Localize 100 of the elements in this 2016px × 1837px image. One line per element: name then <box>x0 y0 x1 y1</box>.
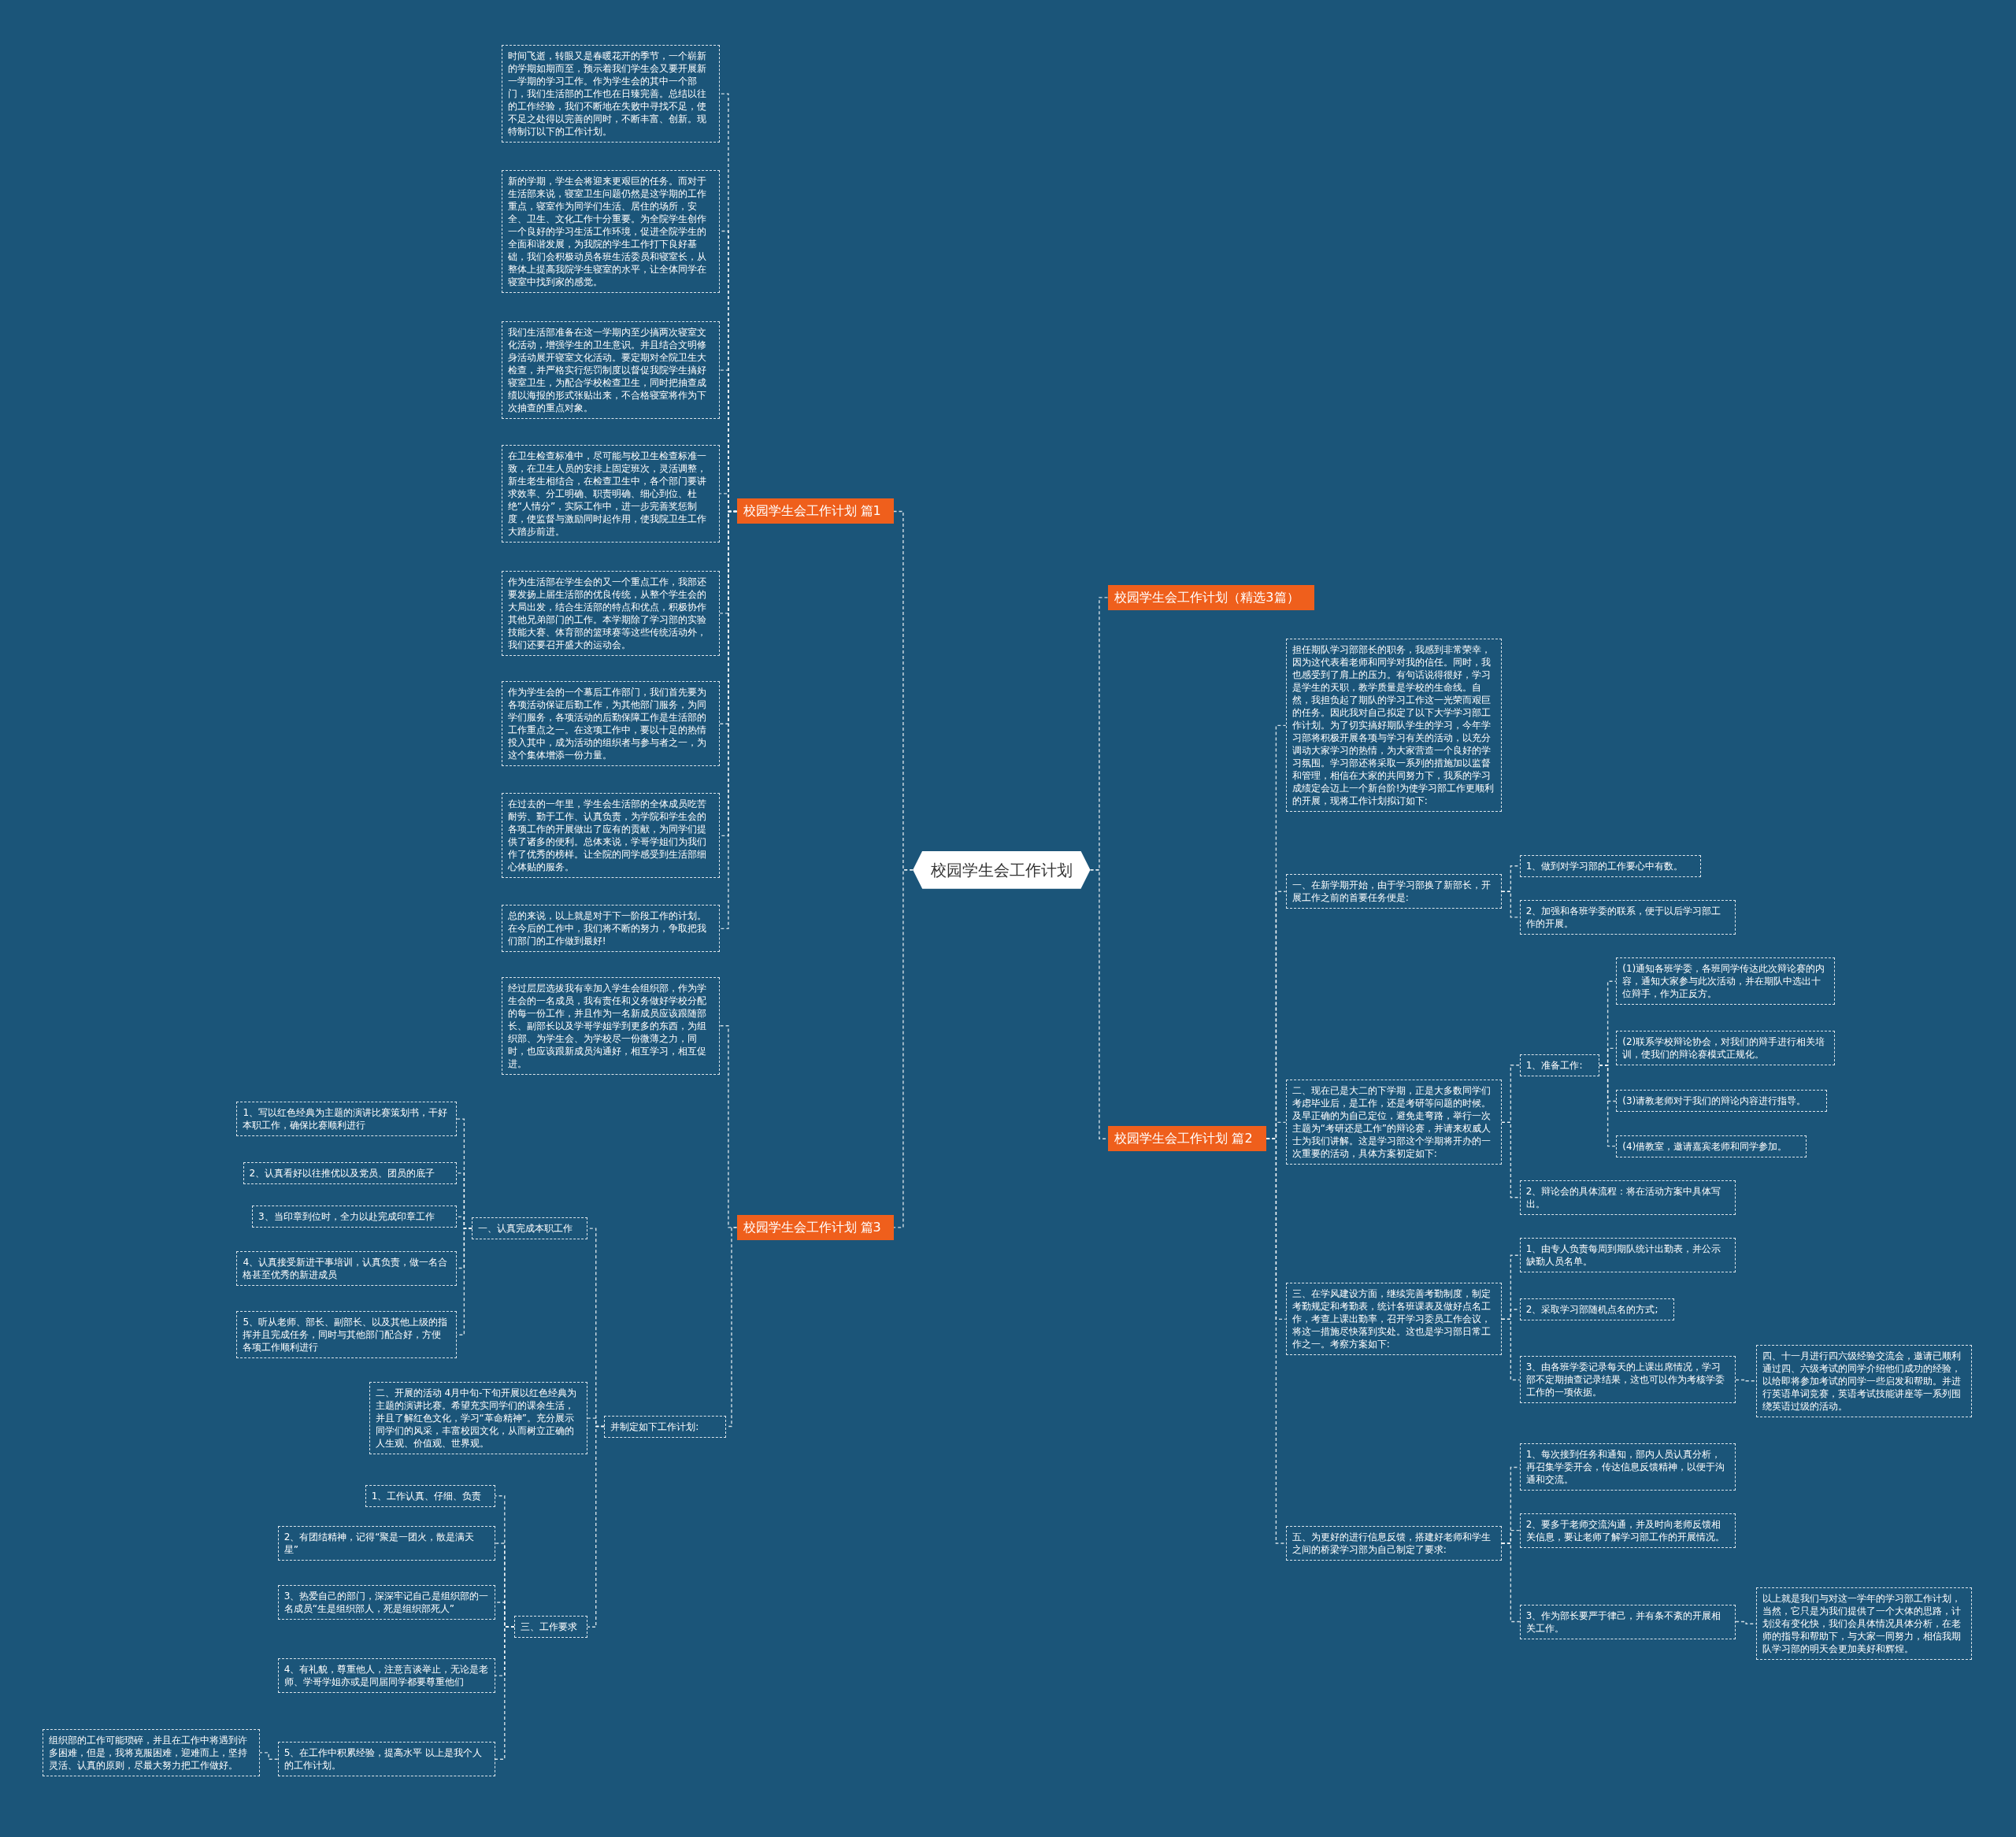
connector-line <box>719 510 738 930</box>
branch-topic <box>736 1214 894 1240</box>
card-text: 5、听从老师、部长、副部长、以及其他上级的指挥并且完成任务，同时与其他部门配合好，方便各项工作顺利进行 <box>243 1316 449 1354</box>
branch-label: 校园学生会工作计划 篇3 <box>743 1219 882 1235</box>
branch-topic <box>736 498 894 524</box>
connector-line <box>1735 1379 1757 1382</box>
card-text: 五、为更好的进行信息反馈，搭建好老师和学生之间的桥梁学习部为自己制定了要求: <box>1292 1530 1492 1556</box>
card-text: 一、认真完成本职工作 <box>478 1222 574 1235</box>
text-card <box>1519 1238 1736 1273</box>
card-text: 2、认真看好以往推优以及党员、团员的底子 <box>249 1166 436 1180</box>
text-card <box>1519 1356 1736 1404</box>
connector-line <box>587 1425 606 1628</box>
card-text: 四、十一月进行四六级经验交流会，邀请已顺利通过四、六级考试的同学介绍他们成功的经验，以给即将参加考试的同学一些启发和帮助。并进行英语单词竞赛，英语考试技能讲座等一系列围绕英语过级的活动。 <box>1762 1349 1962 1413</box>
connector-line <box>1501 1121 1521 1198</box>
text-card <box>236 1102 457 1137</box>
text-card <box>604 1415 727 1438</box>
text-card <box>277 1658 495 1694</box>
branch-topic <box>1108 1126 1267 1152</box>
connector-line <box>1501 1318 1521 1381</box>
card-text: 1、工作认真、仔细、负责 <box>371 1489 483 1502</box>
card-text: 我们生活部准备在这一学期内至少搞两次寝室文化活动，增强学生的卫生意识。并且结合文明修身活动展开寝室文化活动。要定期对全院卫生大检查，并严格实行惩罚制度以督促我院学生搞好寝室卫生，为配合学校检查卫生，同时把抽查成绩以海报的形式张贴出来，不合格寝室将作为下次抽查的重点对象。 <box>507 326 707 415</box>
text-card <box>236 1311 457 1359</box>
text-card <box>1519 1604 1736 1639</box>
card-text: 二、开展的活动 4月中旬-下旬开展以红色经典为主题的演讲比赛。希望充实同学们的课余生活，并且了解红色文化，学习“革命精神”。充分展示同学们的风采，丰富校园文化，从而树立正确的人生观、价值观、世界观。 <box>375 1387 578 1450</box>
card-text: 三、工作要求 <box>521 1620 579 1634</box>
text-card <box>1285 874 1502 909</box>
card-text: 二、现在已是大二的下学期，正是大多数同学们考虑毕业后，是工作，还是考研等问题的时候。及早正确的为自己定位，避免走弯路，举行一次主题为“考研还是工作”的辩论赛，并请来权威人士为我们讲解。这是学习部这个学期将开办的一次重要的活动，具体方案初定如下: <box>1292 1084 1492 1161</box>
card-text: 并制定如下工作计划: <box>610 1420 700 1433</box>
card-text: 2、有团结精神，记得“聚是一团火，散是满天星” <box>284 1530 476 1556</box>
text-card <box>1616 1090 1827 1113</box>
text-card <box>1519 1298 1674 1320</box>
text-card <box>1519 1513 1736 1548</box>
card-text: 4、认真接受新进干事培训，认真负责，做一名合格甚至优秀的新进成员 <box>243 1255 449 1281</box>
card-text: 总的来说，以上就是对于下一阶段工作的计划。在今后的工作中，我们将不断的努力，争取把我们部门的工作做到最好! <box>507 909 707 948</box>
card-text: 2、辩论会的具体流程：将在活动方案中具体写出。 <box>1525 1184 1722 1210</box>
text-card <box>501 45 721 143</box>
text-card <box>501 976 721 1075</box>
text-card <box>252 1206 457 1228</box>
card-text: 1、每次接到任务和通知，部内人员认真分析，再召集学委开会，传达信息反馈精神，以便于沟通和交流。 <box>1525 1448 1725 1487</box>
card-text: 3、当印章到位时，全力以赴完成印章工作 <box>258 1210 435 1224</box>
text-card <box>501 169 721 293</box>
text-card <box>514 1616 588 1639</box>
connector-line <box>1735 1620 1757 1624</box>
text-card <box>472 1217 588 1240</box>
card-text: 时间飞逝，转眼又是春暖花开的季节，一个崭新的学期如期而至，预示着我们学生会又要开展新一学期的学习工作。作为学生会的其中一个部门，我们生活部的工作也在日臻完善。总结以往的工作经验，我们不断地在失败中寻找不足，使不足之处得以完善的同时，不断丰富、创新。现特制订以下的工作计划。 <box>507 50 707 139</box>
text-card <box>1616 957 1835 1006</box>
card-text: 组织部的工作可能琐碎，并且在工作中将遇到许多困难，但是，我将克服困难，迎难而上，坚持灵活、认真的原则，尽最大努力把工作做好。 <box>48 1733 248 1772</box>
text-card <box>365 1484 495 1507</box>
text-card <box>501 905 721 953</box>
text-card <box>277 1525 495 1561</box>
card-text: 1、由专人负责每周到期队统计出勤表，并公示缺勤人员名单。 <box>1525 1243 1722 1268</box>
text-card <box>501 570 721 656</box>
card-text: 2、加强和各班学委的联系，便于以后学习部工作的开展。 <box>1525 904 1722 930</box>
text-card <box>1285 1283 1502 1356</box>
card-text: 1、做到对学习部的工作要心中有数。 <box>1525 859 1684 872</box>
branch-label: 校园学生会工作计划（精选3篇） <box>1114 589 1300 606</box>
card-text: 在过去的一年里，学生会生活部的全体成员吃苦耐劳、勤于工作、认真负责，为学院和学生会的各项工作的开展做出了应有的贡献，为同学们提供了诸多的便利。总体来说，学哥学姐们为我们作了优秀的榜样。让全院的同学感受到生活部细心体贴的服务。 <box>507 798 707 874</box>
card-text: (2)联系学校辩论协会，对我们的辩手进行相关培训，使我们的辩论赛模式正规化。 <box>1622 1035 1826 1061</box>
card-text: 以上就是我们与对这一学年的学习部工作计划，当然，它只是为我们提供了一个大体的思路，计划没有变化快，我们会具体情况具体分析，在老师的指导和帮助下，与大家一同努力，相信我期队学习部的明天会更加美好和辉煌。 <box>1762 1592 1962 1656</box>
card-text: 一、在新学期开始，由于学习部换了新部长，开展工作之前的首要任务便是: <box>1292 879 1492 905</box>
text-card <box>501 681 721 767</box>
text-card <box>1756 1587 1973 1661</box>
card-text: (3)请教老师对于我们的辩论内容进行指导。 <box>1622 1094 1807 1108</box>
card-text: 4、有礼貌，尊重他人，注意言谈举止，无论是老师、学哥学姐亦或是同届同学都要尊重他们 <box>284 1663 489 1689</box>
card-text: 3、热爱自己的部门，深深牢记自己是组织部的一名成员“生是组织部人，死是组织部死人” <box>284 1590 489 1616</box>
card-text: 5、在工作中积累经验，提高水平 以上是我个人的工作计划。 <box>284 1746 484 1772</box>
card-text: (1)通知各班学委，各班同学传达此次辩论赛的内容，通知大家参与此次活动，并在期队中选出十位辩手，作为正反方。 <box>1622 962 1826 1001</box>
text-card <box>501 321 721 420</box>
card-text: 新的学期，学生会将迎来更艰巨的任务。而对于生活部来说，寝室卫生问题仍然是这学期的工作重点，寝室作为同学们生活、居住的场所，安全、卫生、文化工作十分重要。为全院学生创作一个良好的学习生活工作环境，促进全院学生的全面和谐发展，为我院的学生工作打下良好基础，我们会积极动员各班生活委员和寝室长，从整体上提高我院学生寝室的水平，让全体同学在寝室中找到家的感觉。 <box>507 174 707 288</box>
text-card <box>277 1585 495 1620</box>
branch-label: 校园学生会工作计划 篇1 <box>743 503 882 520</box>
card-text: 在卫生检查标准中，尽可能与校卫生检查标准一致，在卫生人员的安排上固定班次，灵活调整，新生老生相结合，在检查卫生中，各个部门要讲求效率、分工明确、职责明确、细心到位、杜绝“人情分”，实际工作中，进一步完善奖惩制度，使监督与激励同时起作用，使我院卫生工作大踏步前进。 <box>507 449 707 538</box>
connector-line <box>1501 1543 1521 1623</box>
text-card <box>1519 1180 1736 1215</box>
card-text: 担任期队学习部部长的职务，我感到非常荣幸，因为这代表着老师和同学对我的信任。同时，我也感受到了肩上的压力。有句话说得很好，学习是学生的天职，教学质量是学校的生命线。自然，我担负起了期队的学习工作这一光荣而艰巨的任务。因此我对自己拟定了以下大学学习部工作计划。为了切实搞好期队学生的学习，今年学习部将积极开展各项与学习有关的活动，以充分调动大家学习的热情，为大家营造一个良好的学习氛围。学习部还将采取一系列的措施加以监督和管理，相信在大家的共同努力下，我系的学习成绩定会迈上一个新台阶!为使学习部工作更顺利的开展，现将工作计划拟订如下: <box>1292 643 1495 808</box>
card-text: 经过层层选拔我有幸加入学生会组织部，作为学生会的一名成员，我有责任和义务做好学校分配的每一份工作，并且作为一名新成员应该跟随部长、副部长以及学哥学姐学到更多的东西，为组织部、为学生会、为学校尽一份微薄之力，同时，也应该跟新成员沟通好，相互学习，相互促进。 <box>507 981 707 1070</box>
text-card <box>501 444 721 543</box>
branch-label: 校园学生会工作计划 篇2 <box>1114 1131 1254 1147</box>
card-text: 作为学生会的一个幕后工作部门，我们首先要为各项活动保证后勤工作，为其他部门服务，为同学们服务，各项活动的后勤保障工作是生活部的工作重点之一。在这项工作中，要以十足的热情投入其中，成为活动的组织者与参与者之一，为这个集体增添一份力量。 <box>507 686 707 762</box>
card-text: 2、要多于老师交流沟通，并及时向老师反馈相关信息，要让老师了解学习部工作的开展情况。 <box>1525 1517 1725 1543</box>
text-card <box>1519 1054 1599 1076</box>
text-card <box>277 1742 495 1777</box>
text-card <box>369 1382 588 1455</box>
topic-title: 校园学生会工作计划 <box>929 859 1073 880</box>
branch-topic <box>1108 584 1314 610</box>
text-card <box>1756 1344 1973 1417</box>
text-card <box>1519 854 1701 877</box>
card-text: 作为生活部在学生会的又一个重点工作，我部还要发扬上届生活部的优良传统，从整个学生会的大局出发，结合生活部的特点和优点，积极协作其他兄弟部门的工作。本学期除了学习部的实验技能大赛、体育部的篮球赛等这些传统活动外，我们还要召开盛大的运动会。 <box>507 575 707 651</box>
card-text: 1、写以红色经典为主题的演讲比赛策划书，干好本职工作，确保比赛顺利进行 <box>243 1106 449 1132</box>
connector-line <box>1599 1065 1617 1147</box>
text-card <box>1519 1443 1736 1491</box>
text-card <box>42 1728 260 1776</box>
card-text: 2、采取学习部随机点名的方式; <box>1525 1302 1659 1316</box>
text-card <box>1616 1135 1807 1157</box>
text-card <box>501 793 721 879</box>
card-text: (4)借教室，邀请嘉宾老师和同学参加。 <box>1622 1139 1788 1153</box>
card-text: 3、作为部长要严于律己，并有条不紊的开展相关工作。 <box>1525 1609 1722 1635</box>
text-card <box>1285 1525 1502 1561</box>
connector-line <box>892 869 914 1228</box>
connector-line <box>494 1626 515 1760</box>
